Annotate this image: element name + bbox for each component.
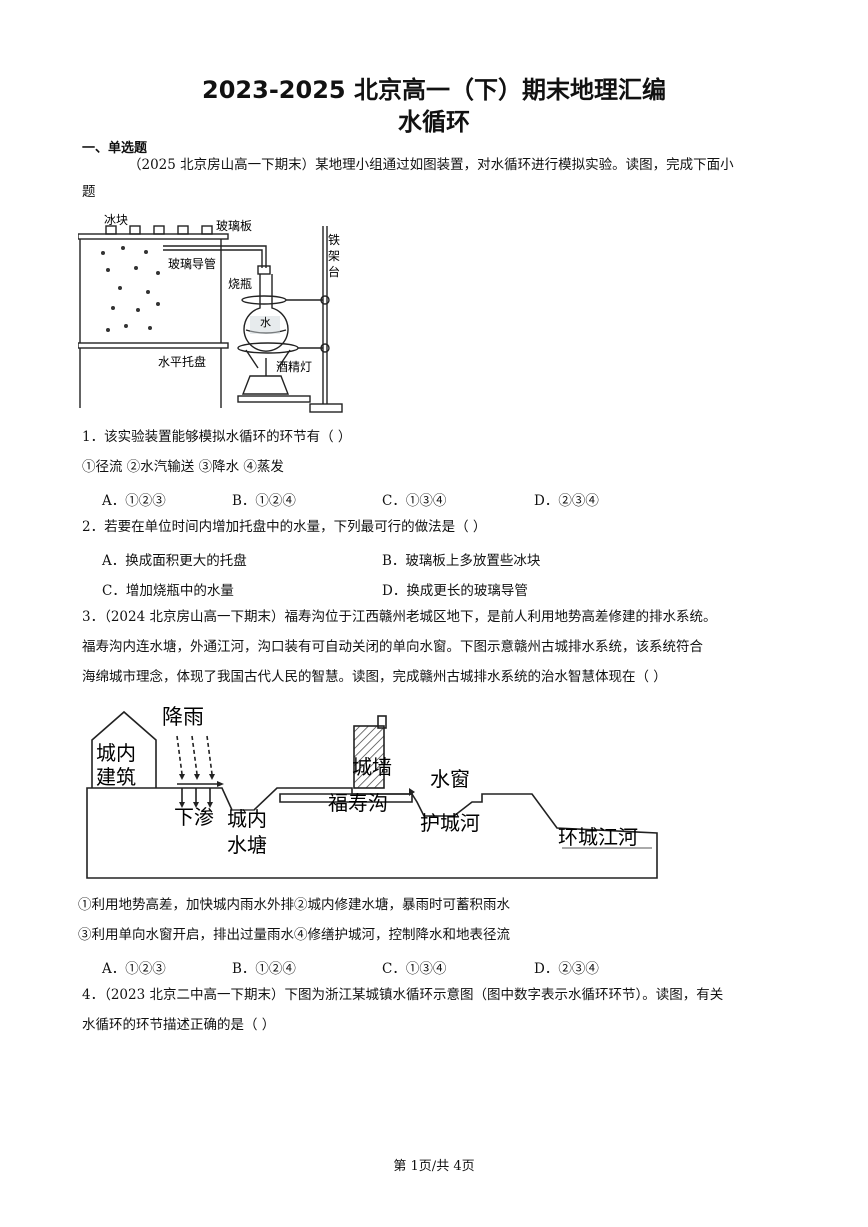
label-water-window: 水窗	[430, 767, 470, 791]
question-4-line-1: 4．（2023 北京二中高一下期末）下图为浙江某城镇水循环示意图（图中数字表示水…	[82, 987, 724, 1003]
label-stand-1: 铁	[328, 233, 340, 247]
label-pond-1: 城内	[227, 807, 267, 831]
label-fushou-ditch: 福寿沟	[328, 791, 388, 815]
page-footer: 第 1页/共 4页	[393, 1159, 475, 1174]
q2-option-a[interactable]: A．换成面积更大的托盘	[102, 553, 247, 569]
question-3-statement-1: ①利用地势高差，加快城内雨水外排②城内修建水塘，暴雨时可蓄积雨水	[78, 897, 510, 913]
label-river: 环城江河	[558, 825, 638, 849]
question-3-line-3: 海绵城市理念，体现了我国古代人民的智慧。读图，完成赣州古城排水系统的治水智慧体现…	[82, 669, 667, 685]
q2-option-d[interactable]: D．换成更长的玻璃导管	[382, 583, 528, 599]
intro-line-1: （2025 北京房山高一下期末）某地理小组通过如图装置，对水循环进行模拟实验。读…	[128, 157, 734, 173]
section-heading: 一、单选题	[82, 141, 148, 156]
question-3-statement-2: ③利用单向水窗开启，排出过量雨水④修缮护城河，控制降水和地表径流	[78, 927, 510, 943]
label-stand-2: 架	[328, 249, 340, 263]
page-subtitle: 水循环	[398, 108, 470, 136]
page-title: 2023-2025 北京高一（下）期末地理汇编	[202, 76, 666, 104]
question-2-stem: 2．若要在单位时间内增加托盘中的水量，下列最可行的做法是（ ）	[82, 519, 487, 535]
label-pond-2: 水塘	[227, 833, 267, 857]
q2-option-c[interactable]: C．增加烧瓶中的水量	[102, 583, 234, 599]
question-3-line-1: 3．（2024 北京房山高一下期末）福寿沟位于江西赣州老城区地下，是前人利用地势…	[82, 609, 717, 625]
q1-option-d[interactable]: D．②③④	[534, 493, 599, 509]
label-glass-tube: 玻璃导管	[168, 256, 216, 271]
label-water: 水	[260, 316, 271, 329]
label-tray: 水平托盘	[158, 354, 206, 369]
label-infiltration: 下渗	[174, 805, 214, 829]
q3-option-d[interactable]: D．②③④	[534, 961, 599, 977]
intro-line-2: 题	[82, 184, 96, 200]
q1-option-a[interactable]: A．①②③	[102, 493, 166, 509]
question-1-stem: 1．该实验装置能够模拟水循环的环节有（ ）	[82, 429, 352, 445]
q1-option-c[interactable]: C．①③④	[382, 493, 447, 509]
q2-option-b[interactable]: B．玻璃板上多放置些冰块	[382, 553, 541, 569]
label-flask: 烧瓶	[228, 277, 252, 291]
question-1-items: ①径流 ②水汽输送 ③降水 ④蒸发	[82, 459, 284, 475]
label-lamp: 酒精灯	[276, 360, 312, 374]
label-moat: 护城河	[420, 811, 480, 835]
question-4-line-2: 水循环的环节描述正确的是（ ）	[82, 1017, 276, 1033]
experiment-apparatus-figure: 冰块 玻璃板 玻璃导管 烧瓶 水 铁 架 台 水平托盘 酒精灯	[78, 213, 343, 413]
label-ice: 冰块	[104, 213, 128, 227]
q1-option-b[interactable]: B．①②④	[232, 493, 296, 509]
label-stand-3: 台	[328, 264, 340, 279]
q3-option-c[interactable]: C．①③④	[382, 961, 447, 977]
drainage-system-figure: 降雨 城内 建筑 下渗 城内 水塘 城墙 水窗 福寿沟 护城河 环城江河	[86, 705, 658, 879]
label-glass-plate: 玻璃板	[216, 219, 252, 233]
label-building-2: 建筑	[96, 765, 136, 789]
label-rain: 降雨	[162, 705, 204, 729]
label-building-1: 城内	[96, 741, 136, 765]
question-3-line-2: 福寿沟内连水塘，外通江河，沟口装有可自动关闭的单向水窗。下图示意赣州古城排水系统…	[82, 639, 703, 655]
q3-option-a[interactable]: A．①②③	[102, 961, 166, 977]
label-wall: 城墙	[352, 755, 392, 779]
q3-option-b[interactable]: B．①②④	[232, 961, 296, 977]
